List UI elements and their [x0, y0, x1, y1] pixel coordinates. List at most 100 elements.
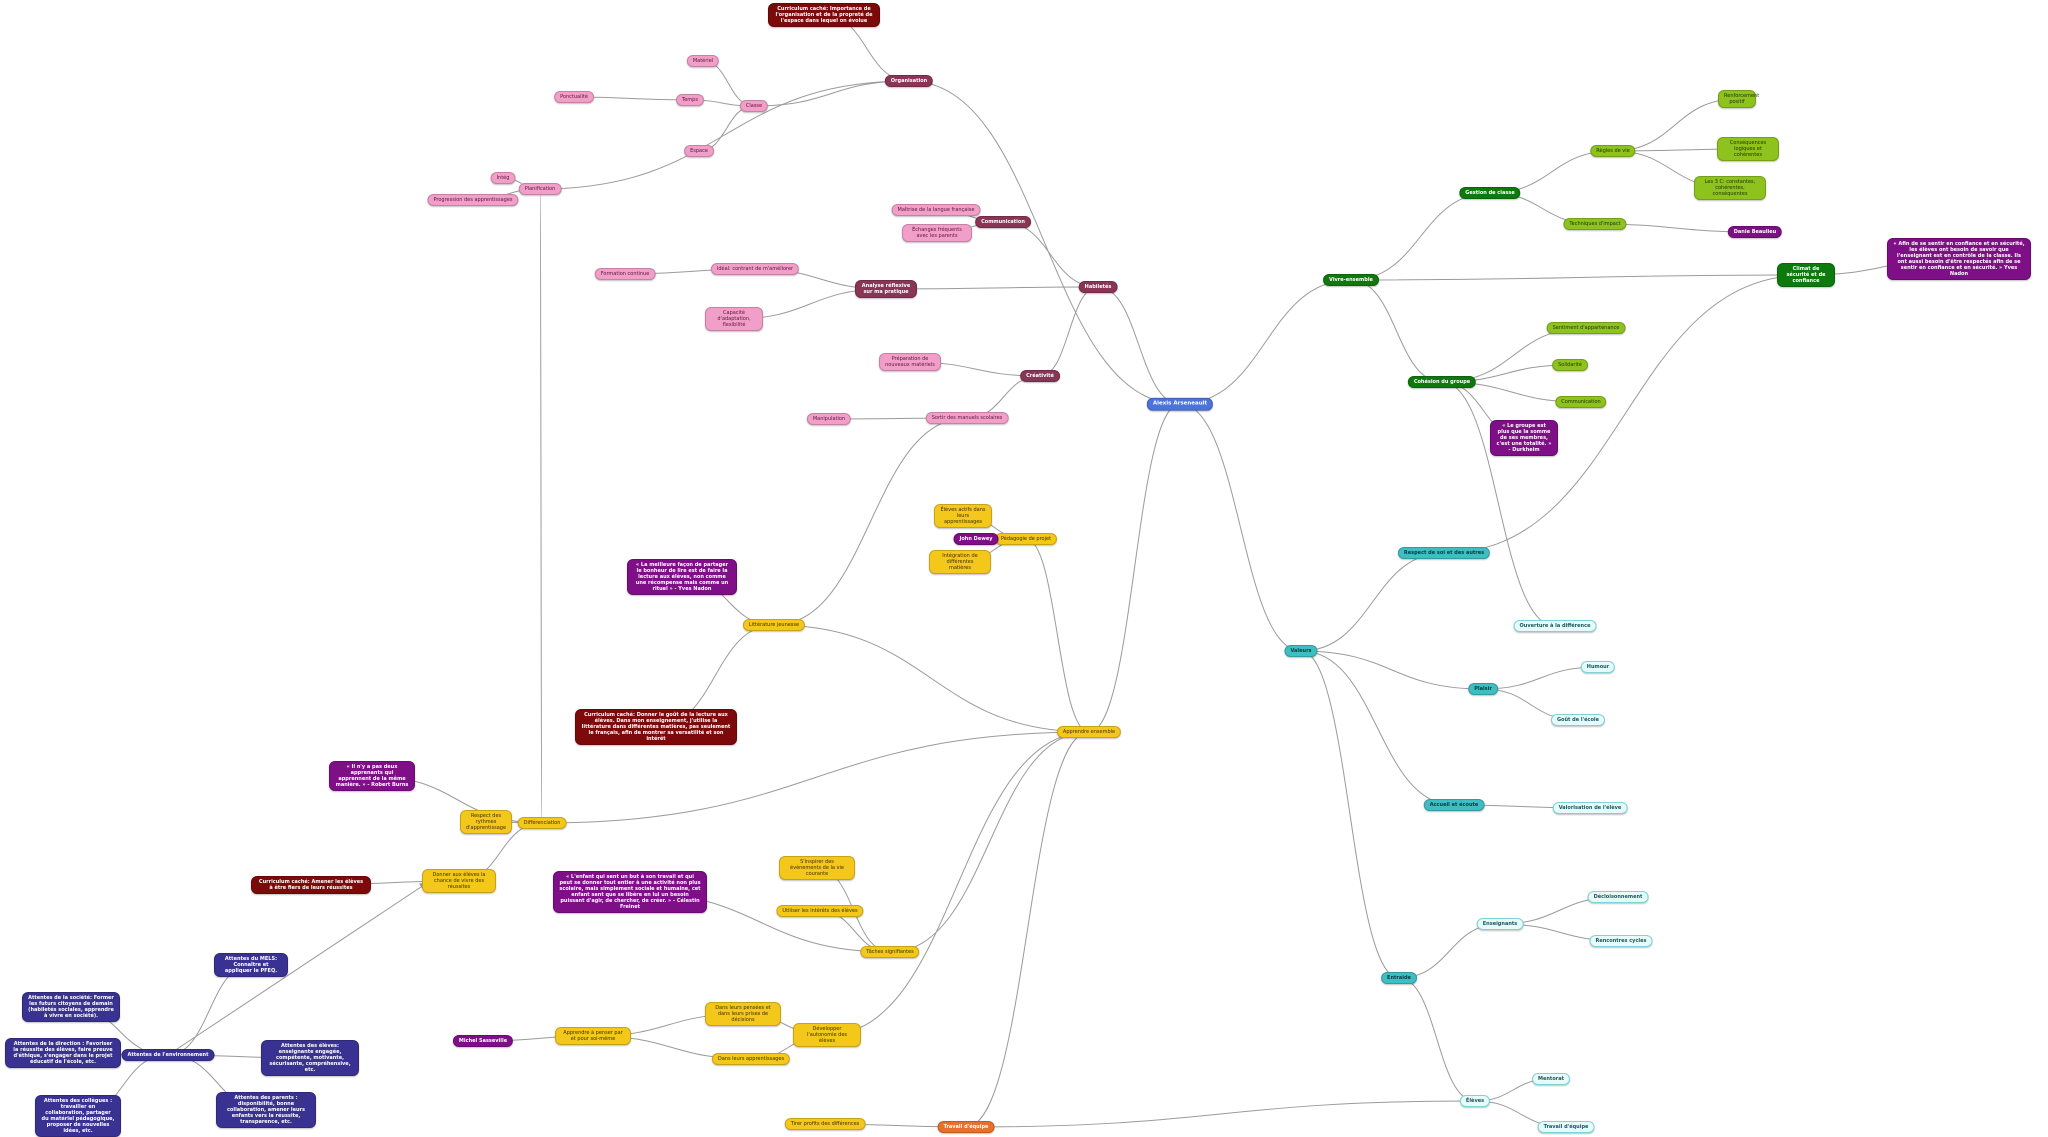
node-cohesion-groupe[interactable]: Cohésion du groupe — [1407, 376, 1477, 388]
node-pedagogie-projet[interactable]: Pédagogie de projet — [994, 533, 1058, 545]
node-travail-equipe-eleves[interactable]: Travail d'équipe — [1537, 1121, 1595, 1133]
node-3c[interactable]: Les 3 C: constantes, cohérentes, conséqu… — [1694, 176, 1766, 200]
node-consequences[interactable]: Conséquences logiques et cohérentes — [1717, 137, 1779, 161]
node-creativite[interactable]: Créativité — [1020, 370, 1060, 382]
connector-litt-sortir — [773, 417, 968, 626]
node-rencontres-cycles[interactable]: Rencontres cycles — [1589, 935, 1653, 947]
node-plaisir[interactable]: Plaisir — [1468, 683, 1498, 695]
node-decloisonnement[interactable]: Décloisonnement — [1587, 891, 1649, 903]
connector-cohes-ouv — [1441, 381, 1556, 627]
node-climat-securite[interactable]: Climat de sécurité et de confiance — [1777, 263, 1835, 287]
node-ideal-ameliorer[interactable]: Idéal: contrant de m'améliorer — [710, 263, 800, 275]
node-respect-rythmes[interactable]: Respect des rythmes d'apprentissage — [460, 810, 512, 834]
node-gestion-classe[interactable]: Gestion de classe — [1459, 187, 1521, 199]
node-integ[interactable]: Intég — [490, 172, 516, 184]
node-travail-equipe[interactable]: Travail d'équipe — [937, 1121, 995, 1133]
node-attentes-direction[interactable]: Attentes de la direction : Favoriser la … — [5, 1038, 121, 1068]
connector-travail-elev — [965, 1100, 1476, 1128]
node-penser-soi-meme[interactable]: Apprendre à penser par et pour soi-même — [555, 1027, 631, 1045]
node-valorisation-eleve[interactable]: Valorisation de l'élève — [1552, 802, 1628, 814]
connector-diff-plan — [539, 188, 543, 824]
connector-val-entraide — [1300, 650, 1400, 979]
node-communication[interactable]: Communication — [975, 216, 1031, 228]
connector-val-plaisir — [1300, 650, 1484, 690]
connector-app-diff — [541, 731, 1090, 824]
node-dans-apprentissages[interactable]: Dans leurs apprentissages — [711, 1053, 791, 1065]
node-danie-beaulieu[interactable]: Danie Beaulieu — [1727, 226, 1783, 238]
node-attentes-environnement[interactable]: Attentes de l'environnement — [121, 1049, 215, 1061]
node-john-dewey[interactable]: John Dewey — [953, 533, 999, 545]
node-differenciation[interactable]: Différenciation — [517, 817, 567, 829]
node-humour[interactable]: Humour — [1580, 661, 1616, 673]
node-enseignants[interactable]: Enseignants — [1476, 918, 1524, 930]
node-organisation[interactable]: Organisation — [884, 75, 934, 87]
node-solidarite[interactable]: Solidarité — [1552, 359, 1588, 371]
node-apprendre-ensemble[interactable]: Apprendre ensemble — [1056, 726, 1122, 738]
node-maitrise-langue[interactable]: Maîtrise de la langue française — [891, 204, 981, 216]
node-echanges-parents[interactable]: Échanges fréquents avec les parents — [902, 224, 972, 242]
node-progression-apprentissages[interactable]: Progression des apprentissages — [427, 194, 519, 206]
node-capacite-adaptation[interactable]: Capacité d'adaptation, flexibilité — [705, 307, 763, 331]
node-valeurs[interactable]: Valeurs — [1284, 645, 1318, 657]
node-attentes-collegues[interactable]: Attentes des collègues : travailler en c… — [35, 1095, 121, 1137]
node-entraide[interactable]: Entraide — [1381, 972, 1417, 984]
node-vivre-ensemble[interactable]: Vivre-ensemble — [1323, 274, 1379, 286]
node-preparation-materiels[interactable]: Préparation de nouveaux matériels — [879, 353, 941, 371]
node-litterature-jeunesse[interactable]: Littérature jeunesse — [742, 619, 806, 631]
node-tirer-profits[interactable]: Tirer profits des différences — [784, 1118, 866, 1130]
node-michel-sasseville[interactable]: Michel Sasseville — [452, 1035, 514, 1047]
node-eleves-entraide[interactable]: Élèves — [1459, 1095, 1491, 1107]
node-analyse-reflexive[interactable]: Analyse réflexive sur ma pratique — [855, 280, 917, 298]
connector-arrow-environnement — [167, 882, 428, 1056]
node-techniques-impact[interactable]: Techniques d'impact — [1563, 218, 1627, 230]
node-burns-quote[interactable]: « Il n'y a pas deux apprenants qui appre… — [329, 761, 415, 791]
node-attentes-mels[interactable]: Attentes du MELS: Connaître et appliquer… — [214, 953, 288, 977]
node-planification[interactable]: Planification — [518, 183, 562, 195]
node-communication-groupe[interactable]: Communication — [1555, 396, 1607, 408]
node-litterature-quote[interactable]: « La meilleure façon de partager le bonh… — [627, 559, 737, 595]
node-espace[interactable]: Espace — [684, 145, 714, 157]
node-habiletes[interactable]: Habiletés — [1078, 281, 1118, 293]
node-donner-reussites[interactable]: Donner aux élèves la chance de vivre des… — [422, 869, 496, 893]
node-pensees-decisions[interactable]: Dans leurs pensées et dans leurs prises … — [705, 1002, 781, 1026]
node-organisation-curriculum[interactable]: Curriculum caché: Importance de l'organi… — [768, 3, 880, 27]
connector-app-litt — [773, 624, 1090, 733]
node-sentiment-appartenance[interactable]: Sentiment d'appartenance — [1546, 322, 1626, 334]
node-interets-eleves[interactable]: Utiliser les intérêts des élèves — [776, 905, 864, 917]
node-renforcement-positif[interactable]: Renforcement positif — [1718, 90, 1759, 108]
node-autonomie[interactable]: Développer l'autonomie des élèves — [793, 1023, 861, 1047]
node-litterature-curriculum[interactable]: Curriculum caché: Donner le goût de la l… — [575, 709, 737, 745]
node-sortir-manuels[interactable]: Sortir des manuels scolaires — [925, 412, 1009, 424]
node-respect-soi[interactable]: Respect de soi et des autres — [1397, 547, 1491, 559]
node-mentorat[interactable]: Mentorat — [1532, 1073, 1570, 1085]
node-taches-signifiantes[interactable]: Tâches signifiantes — [860, 946, 920, 958]
connector-val-accueil — [1300, 650, 1455, 806]
node-climat-quote[interactable]: « Afin de se sentir en confiance et en s… — [1887, 238, 2031, 280]
node-attentes-eleves[interactable]: Attentes des élèves: enseignante engagée… — [261, 1040, 359, 1076]
node-classe[interactable]: Classe — [739, 100, 769, 112]
connector-root-app — [1088, 403, 1181, 733]
node-ouverture-difference[interactable]: Ouverture à la différence — [1513, 620, 1597, 632]
node-temps[interactable]: Temps — [676, 94, 704, 106]
connector-app-travail — [965, 731, 1090, 1128]
node-fiers-curriculum[interactable]: Curriculum caché: Amener les élèves à êt… — [251, 876, 371, 894]
connector-app-taches — [889, 731, 1090, 953]
node-integration-matieres[interactable]: Intégration de différentes matières — [929, 550, 991, 574]
node-materiel[interactable]: Matériel — [686, 55, 720, 67]
connector-respect-climat — [1443, 274, 1807, 554]
node-durkheim-quote[interactable]: « Le groupe est plus que la somme de ses… — [1490, 420, 1558, 456]
node-eleves-actifs[interactable]: Élèves actifs dans leurs apprentissages — [934, 504, 992, 528]
node-freinet-quote[interactable]: « L'enfant qui sent un but à son travail… — [553, 871, 707, 913]
node-attentes-parents[interactable]: Attentes des parents : disponibilité, bo… — [216, 1092, 316, 1128]
node-accueil-ecoute[interactable]: Accueil et écoute — [1423, 799, 1485, 811]
connector-app-peda — [1025, 538, 1090, 733]
node-ponctualite[interactable]: Ponctualité — [554, 91, 594, 103]
node-formation-continue[interactable]: Formation continue — [594, 268, 656, 280]
node-inspirer-vie-courante[interactable]: S'inspirer des évènements de la vie cour… — [779, 856, 855, 880]
node-gout-ecole[interactable]: Goût de l'école — [1550, 714, 1606, 726]
node-regles-vie[interactable]: Règles de vie — [1590, 145, 1636, 157]
root-node[interactable]: Alexis Arseneault — [1146, 397, 1214, 411]
node-manipulation[interactable]: Manipulation — [806, 413, 852, 425]
connector-app-auto — [826, 731, 1090, 1036]
node-attentes-societe[interactable]: Attentes de la société: Former les futur… — [22, 992, 120, 1022]
